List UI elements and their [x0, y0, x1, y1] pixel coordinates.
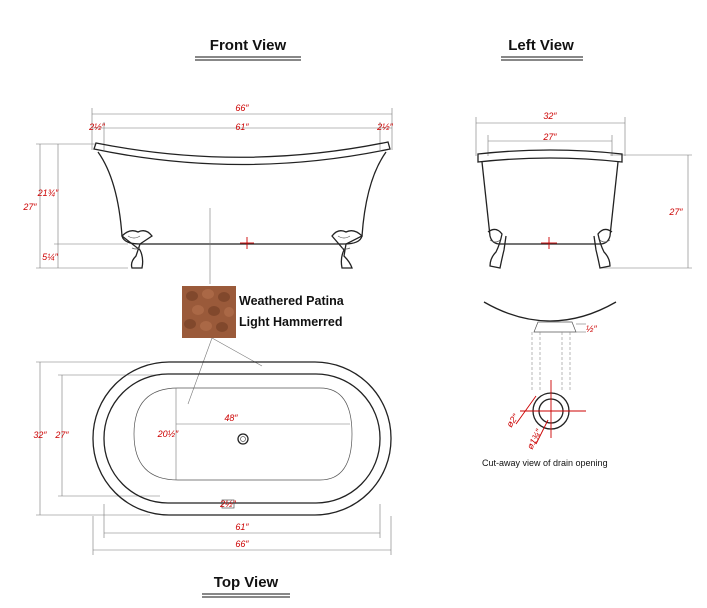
drain-leader-outer — [515, 395, 537, 425]
front-foot-right — [331, 230, 364, 269]
left-tub-body — [481, 161, 619, 245]
top-dim-outer-width: 32″ — [33, 430, 47, 440]
top-view-title-text: Top View — [214, 574, 279, 591]
front-tub-body — [97, 151, 387, 245]
left-dim-interior-width: 27″ — [542, 132, 557, 142]
drain-bowl-curve — [483, 301, 617, 322]
front-tub-rim — [93, 141, 391, 166]
hammered-texture — [184, 289, 234, 332]
drain-cutaway: ½″ ø2″ ø1¾″ Cut-away view of drain openi… — [482, 301, 617, 468]
left-foot-left — [487, 228, 507, 269]
top-tub-outer — [92, 361, 392, 516]
front-foot-left — [121, 230, 153, 269]
top-rim-box — [221, 499, 235, 509]
finish-swatch-group: Weathered Patina Light Hammerred — [182, 286, 345, 405]
left-dim-overall-width: 32″ — [543, 111, 557, 121]
front-view-title-text: Front View — [210, 37, 287, 54]
top-view: 32″ 27″ 48″ 20½″ 2½″ 61″ 66″ — [33, 361, 392, 555]
drain-flange — [533, 321, 577, 333]
left-tub-rim — [477, 149, 623, 163]
front-view: 66″ 61″ 2½″ 2½″ 27″ 21¾″ 5¼″ — [22, 103, 394, 284]
drain-dim-small: ½″ — [586, 324, 598, 334]
top-dim-rim: 2½″ — [219, 499, 237, 509]
top-dim-inner-width: 27″ — [54, 430, 69, 440]
top-view-title: Top View — [202, 574, 290, 598]
left-view-title-text: Left View — [508, 37, 574, 54]
left-drain-mark — [541, 237, 557, 249]
top-dim-interior-length: 61″ — [235, 522, 249, 532]
front-dim-bowl-height: 21¾″ — [37, 188, 60, 198]
top-finish-leader-1 — [187, 337, 213, 405]
top-dim-basin-length: 48″ — [224, 413, 238, 423]
drain-caption: Cut-away view of drain opening — [482, 458, 608, 468]
front-dim-height: 27″ — [22, 202, 37, 212]
front-dim-rim-left: 2½″ — [88, 122, 106, 132]
drain-dim-outer: ø2″ — [504, 412, 521, 430]
top-drain-inner — [240, 436, 246, 442]
front-dim-overall-length: 66″ — [235, 103, 249, 113]
front-view-title: Front View — [195, 37, 301, 61]
left-view: 32″ 27″ 27″ — [475, 111, 692, 269]
drain-dim-inner: ø1¾″ — [525, 427, 544, 451]
left-foot-right — [593, 228, 613, 269]
finish-name-line1: Weathered Patina — [239, 294, 345, 308]
drain-leader-inner — [535, 419, 549, 445]
top-drain-outer — [237, 433, 249, 445]
finish-name-line2: Light Hammerred — [239, 315, 343, 329]
front-drain-mark — [240, 237, 254, 249]
top-dim-basin-width: 20½″ — [157, 429, 180, 439]
left-dim-height: 27″ — [668, 207, 683, 217]
top-basin — [133, 387, 353, 481]
front-dim-interior-length: 61″ — [235, 122, 249, 132]
front-dim-rim-right: 2½″ — [376, 122, 394, 132]
top-tub-inner — [103, 373, 381, 504]
left-view-title: Left View — [501, 37, 583, 61]
top-finish-leader-2 — [211, 337, 263, 367]
top-dim-overall-length: 66″ — [235, 539, 249, 549]
front-dim-leg-height: 5¼″ — [42, 252, 59, 262]
